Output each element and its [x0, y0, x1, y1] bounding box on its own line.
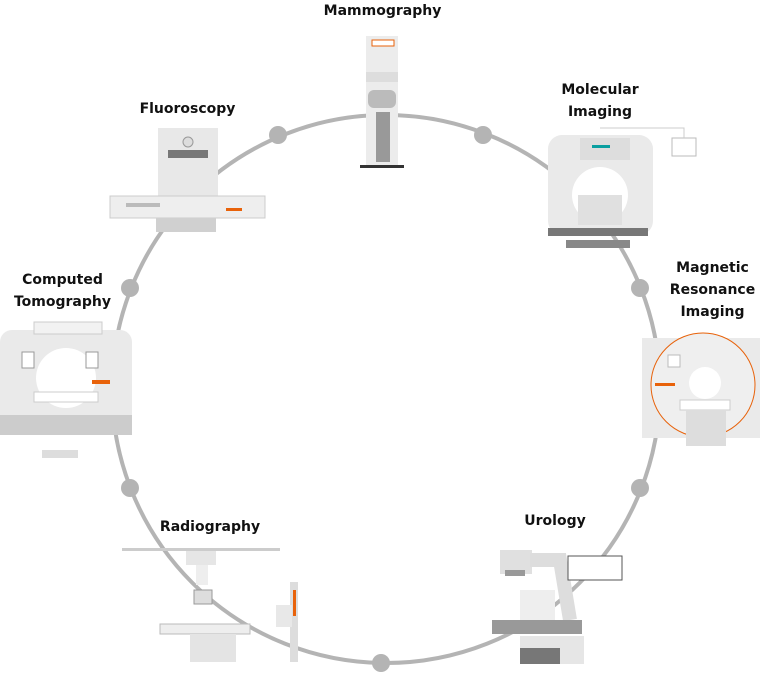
ring-dot — [372, 654, 390, 672]
ct-device-icon — [0, 321, 132, 458]
label-computed-tomography: Computed Tomography — [13, 272, 111, 310]
label-magnetic-resonance-imaging: Magnetic Resonance Imaging — [669, 260, 756, 320]
label-urology: Urology — [524, 513, 586, 529]
ring-dot — [269, 126, 287, 144]
ring-dot — [121, 279, 139, 297]
ring-dots — [121, 126, 649, 672]
urology-device-icon — [492, 550, 623, 664]
mri-device-icon — [642, 332, 760, 446]
label-molecular-imaging: Molecular Imaging — [561, 82, 639, 120]
fluoroscopy-device-icon — [109, 128, 266, 232]
label-radiography: Radiography — [159, 519, 261, 535]
molecular-imaging-device-icon — [548, 127, 697, 248]
ring-dot — [631, 279, 649, 297]
ring-dot — [121, 479, 139, 497]
ring-dot — [474, 126, 492, 144]
label-mammography: Mammography — [323, 3, 442, 19]
ring-dot — [631, 479, 649, 497]
label-fluoroscopy: Fluoroscopy — [139, 101, 236, 117]
mammography-device-icon — [360, 36, 404, 168]
radiography-device-icon — [122, 548, 298, 662]
